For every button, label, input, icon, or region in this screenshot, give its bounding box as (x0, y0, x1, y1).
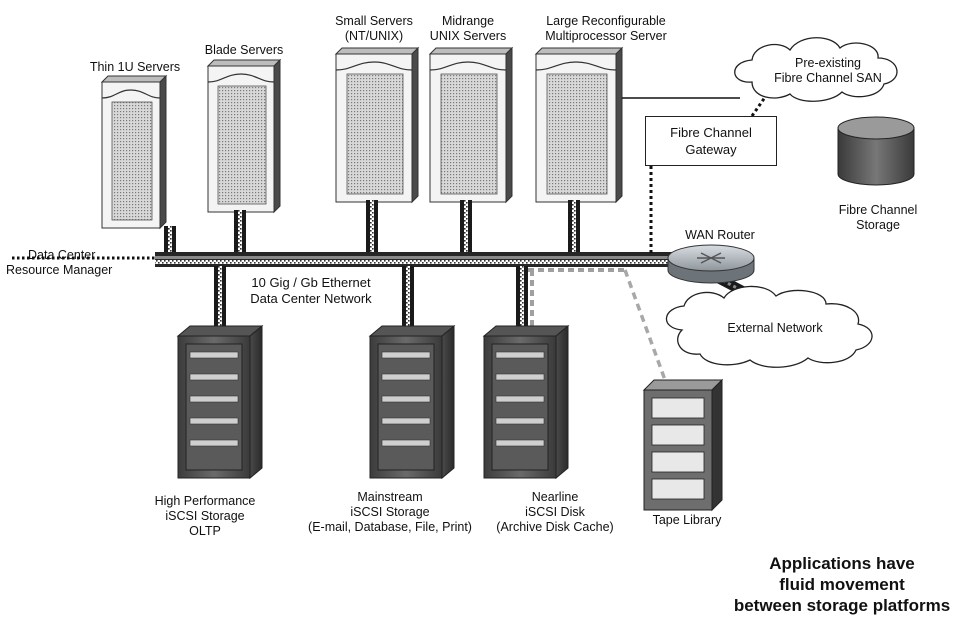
tape-library-icon (642, 378, 724, 512)
thin-1u-servers-label: Thin 1U Servers (89, 60, 181, 74)
ethernet-backbone-label: 10 Gig / Gb Ethernet Data Center Network (250, 275, 372, 306)
resource-manager-label: Data Center Resource Manager (6, 248, 113, 277)
nearline-storage-label: Nearline iSCSI Disk (Archive Disk Cache) (496, 490, 614, 534)
midrange-server-tower (428, 46, 514, 204)
large-server-label: Large Reconfigurable Multiprocessor Serv… (545, 14, 667, 43)
thin-1u-server-tower (100, 74, 168, 230)
ethernet-backbone (12, 252, 675, 267)
small-server-tower (334, 46, 420, 204)
mainstream-storage-rack (368, 324, 456, 480)
nearline-storage-rack (482, 324, 570, 480)
mainstream-storage-label: Mainstream iSCSI Storage (E-mail, Databa… (308, 490, 472, 534)
midrange-servers-label: Midrange UNIX Servers (429, 14, 507, 43)
san-cloud-label: Pre-existing Fibre Channel SAN (774, 56, 882, 85)
blade-servers-label: Blade Servers (204, 43, 284, 57)
tape-library-label: Tape Library (652, 513, 722, 527)
high-performance-storage-label: High Performance iSCSI Storage OLTP (154, 494, 256, 538)
high-performance-storage-rack (176, 324, 264, 480)
fibre-channel-storage-cylinder (837, 116, 915, 186)
blade-server-tower (206, 58, 282, 214)
large-server-tower (534, 46, 624, 204)
fibre-channel-gateway: Fibre Channel Gateway (645, 116, 777, 166)
external-network-label: External Network (727, 321, 823, 335)
tagline: Applications have fluid movement between… (733, 554, 951, 615)
small-servers-label: Small Servers (NT/UNIX) (335, 14, 413, 43)
server-links (164, 200, 580, 254)
external-network-cloud (665, 285, 873, 368)
storage-links (214, 266, 667, 381)
wan-router-icon (667, 244, 755, 284)
wan-router-label: WAN Router (685, 228, 755, 242)
san-cloud (734, 37, 898, 102)
fibre-channel-storage-label: Fibre Channel Storage (838, 203, 918, 232)
